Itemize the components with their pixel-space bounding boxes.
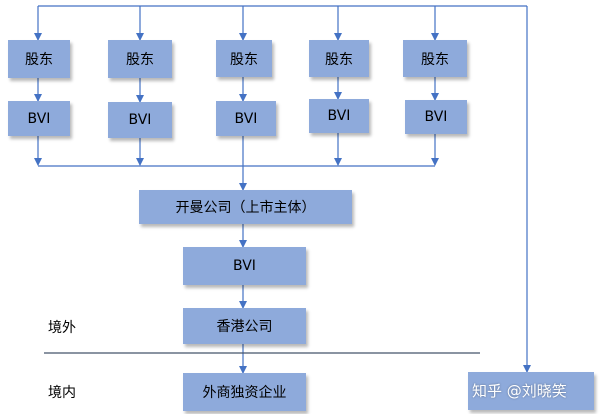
- middle-bvi-box: BVI: [183, 247, 306, 285]
- bvi-box-5: BVI: [405, 100, 467, 134]
- region-inside-label: 境内: [48, 385, 76, 401]
- shareholder-box-5: 股东: [403, 40, 467, 77]
- shareholder-box-1: 股东: [8, 40, 70, 78]
- shareholder-box-2: 股东: [108, 40, 172, 78]
- watermark: 知乎 @刘晓笑: [472, 382, 567, 400]
- hk-company-box: 香港公司: [183, 308, 306, 344]
- shareholder-box-4: 股东: [309, 40, 369, 77]
- bvi-box-2: BVI: [108, 102, 172, 138]
- wfoe-box: 外商独资企业: [183, 373, 306, 411]
- bvi-box-3: BVI: [216, 101, 276, 136]
- bvi-box-1: BVI: [8, 101, 70, 136]
- domestic-entity-box: [468, 372, 594, 410]
- listed-company-box: 开曼公司（上市主体）: [139, 190, 352, 224]
- bvi-box-4: BVI: [309, 99, 369, 133]
- region-outside-label: 境外: [48, 320, 76, 336]
- shareholder-box-3: 股东: [216, 40, 272, 77]
